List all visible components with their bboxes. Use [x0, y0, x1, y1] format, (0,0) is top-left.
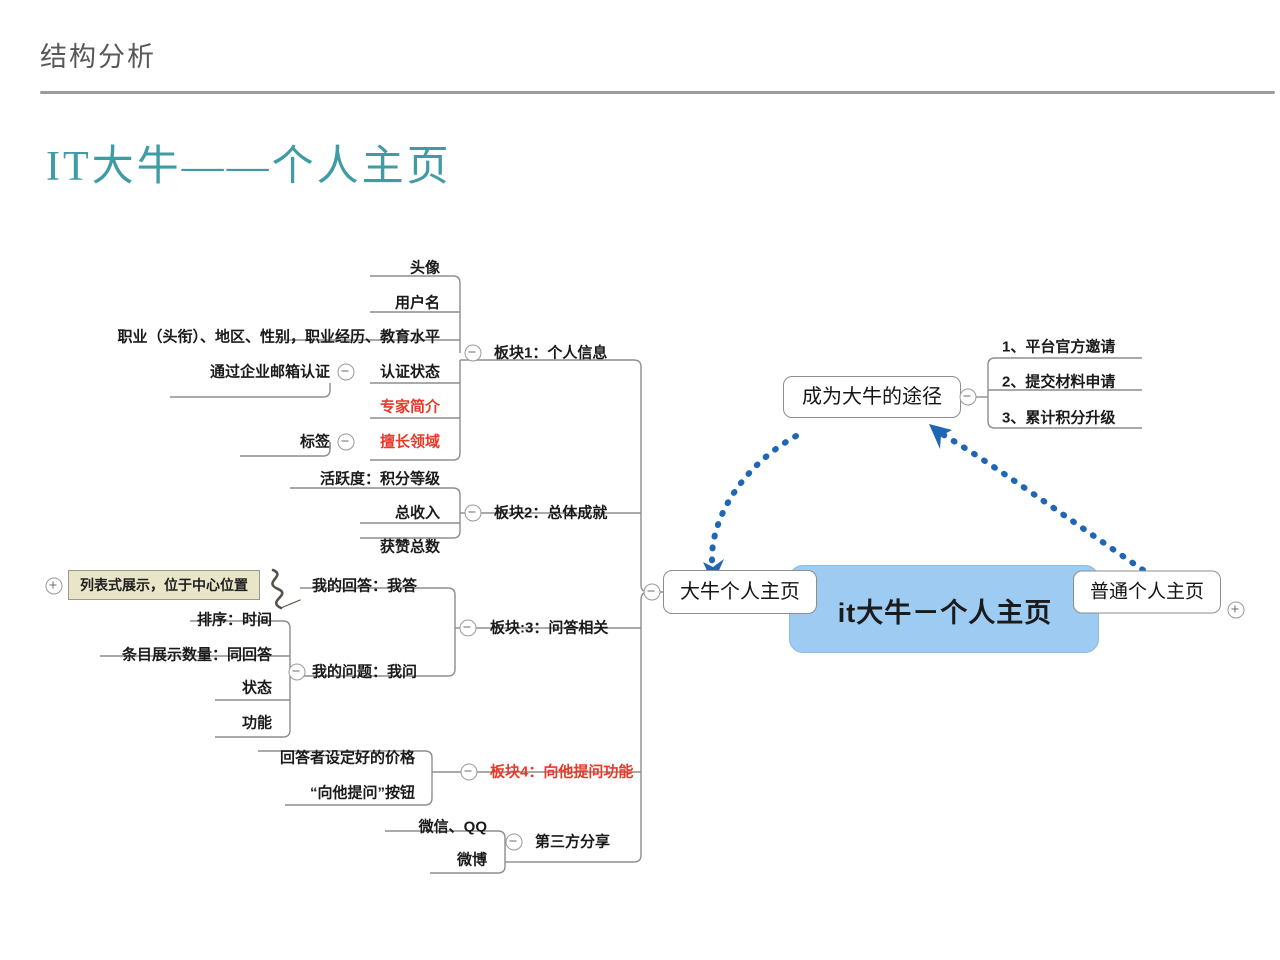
branch-2-child-activity[interactable]: 活跃度：积分等级	[319, 470, 440, 488]
my-questions-child-function[interactable]: 功能	[241, 714, 272, 732]
toggle-branch-2[interactable]	[464, 504, 482, 522]
branch-5-label[interactable]: 第三方分享	[535, 833, 611, 851]
branch-1-child-expertise[interactable]: 擅长领域	[379, 433, 440, 451]
branch-2-child-income[interactable]: 总收入	[394, 504, 440, 522]
branch-1-child-username[interactable]: 用户名	[394, 294, 440, 312]
branch-2-child-likes[interactable]: 获赞总数	[379, 538, 440, 556]
slide-header: 结构分析	[0, 0, 1280, 104]
branch-3-child-my-questions[interactable]: 我的问题：我问	[312, 663, 418, 681]
arrow-right-head	[929, 424, 952, 449]
branch-4-child-ask-button[interactable]: “向他提问”按钮	[309, 784, 415, 802]
page-title: IT大牛——个人主页	[46, 144, 452, 190]
toggle-normal-home[interactable]	[1227, 601, 1245, 619]
path-child-3[interactable]: 3、累计积分升级	[1002, 409, 1116, 427]
branch-3-label[interactable]: 板块:3：问答相关	[490, 619, 609, 637]
toggle-become-daniu-path[interactable]	[959, 388, 977, 406]
section-title: 结构分析	[40, 42, 156, 72]
branch-1-child-profile-fields[interactable]: 职业（头衔）、地区、性别，职业经历、教育水平	[117, 328, 440, 346]
my-questions-child-sort[interactable]: 排序：时间	[196, 611, 272, 629]
node-daniu-home[interactable]: 大牛个人主页	[663, 570, 817, 614]
verify-status-child[interactable]: 通过企业邮箱认证	[209, 363, 330, 381]
path-child-1[interactable]: 1、平台官方邀请	[1002, 338, 1116, 356]
node-become-daniu-path-label: 成为大牛的途径	[802, 386, 942, 408]
expertise-child-tag[interactable]: 标签	[299, 433, 330, 451]
toggle-branch-3[interactable]	[459, 619, 477, 637]
toggle-my-questions[interactable]	[288, 663, 306, 681]
node-normal-home-label: 普通个人主页	[1090, 581, 1205, 603]
branch-4-child-price[interactable]: 回答者设定好的价格	[279, 749, 415, 767]
center-node-label: it大牛－个人主页	[837, 597, 1053, 628]
branch-5-child-weibo[interactable]: 微博	[456, 851, 487, 869]
arrow-left-path	[709, 433, 799, 573]
center-node[interactable]: it大牛－个人主页	[789, 565, 1099, 653]
branch-4-label[interactable]: 板块4：向他提问功能	[490, 763, 634, 781]
toggle-branch-1[interactable]	[464, 344, 482, 362]
branch-1-child-expert-intro[interactable]: 专家简介	[379, 398, 440, 416]
arrow-right-path	[939, 431, 1146, 573]
toggle-daniu-home[interactable]	[643, 583, 661, 601]
node-normal-home[interactable]: 普通个人主页	[1073, 570, 1222, 614]
path-child-2[interactable]: 2、提交材料申请	[1002, 373, 1116, 391]
branch-3-child-my-answers[interactable]: 我的回答：我答	[312, 577, 418, 595]
header-divider	[40, 91, 1275, 94]
toggle-note-box[interactable]	[45, 577, 63, 595]
my-questions-child-count[interactable]: 条目展示数量：同回答	[121, 646, 272, 664]
node-daniu-home-label: 大牛个人主页	[680, 581, 800, 603]
branch-1-label[interactable]: 板块1：个人信息	[494, 344, 608, 362]
toggle-expertise[interactable]	[337, 433, 355, 451]
branch-1-child-avatar[interactable]: 头像	[409, 259, 440, 277]
branch-5-child-wechat-qq[interactable]: 微信、QQ	[418, 818, 487, 836]
node-become-daniu-path[interactable]: 成为大牛的途径	[783, 376, 961, 418]
note-box-label: 列表式展示，位于中心位置	[80, 577, 248, 593]
relationship-arrows	[709, 431, 1146, 573]
toggle-verify-status[interactable]	[337, 363, 355, 381]
branch-2-label[interactable]: 板块2：总体成就	[494, 504, 608, 522]
relationship-arrowheads	[703, 424, 952, 584]
my-questions-child-status[interactable]: 状态	[241, 679, 272, 697]
toggle-branch-5[interactable]	[505, 833, 523, 851]
note-box[interactable]: 列表式展示，位于中心位置	[68, 570, 260, 600]
branch-1-child-verify-status[interactable]: 认证状态	[379, 363, 440, 381]
toggle-branch-4[interactable]	[460, 763, 478, 781]
